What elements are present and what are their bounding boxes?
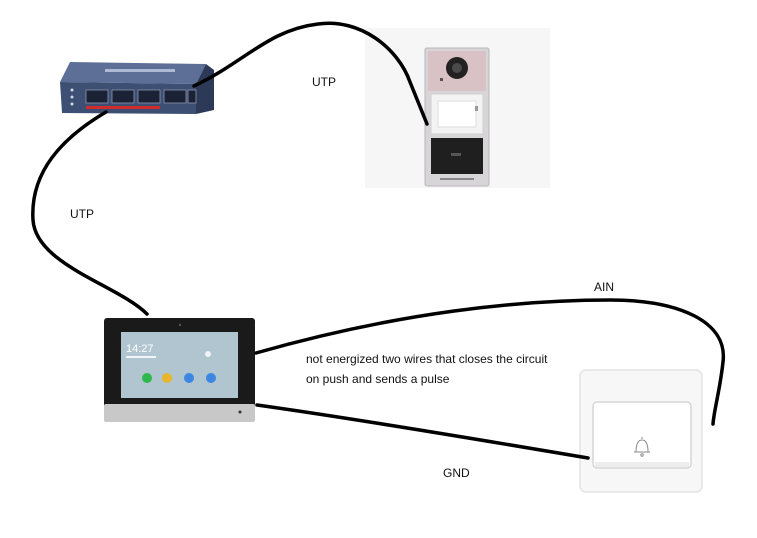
settings-app-icon xyxy=(206,373,216,383)
wire-ain xyxy=(254,298,725,426)
call-app-icon xyxy=(142,373,152,383)
door-station xyxy=(365,28,550,188)
monitor-screen-glow xyxy=(121,332,238,398)
rj45-port-uplink xyxy=(187,89,197,104)
door-station-logo xyxy=(440,178,474,180)
switch-top-face xyxy=(60,62,206,84)
wires xyxy=(31,21,725,460)
monitor-power-led xyxy=(238,410,242,414)
wire-switch-to-monitor xyxy=(31,110,149,316)
switch-led xyxy=(70,102,74,106)
monitor-base xyxy=(104,404,255,422)
camera-lens-inner xyxy=(452,63,462,73)
door-station-sensor xyxy=(440,78,443,81)
switch-ports xyxy=(85,89,197,104)
doorbell-rocker-shadow xyxy=(595,462,689,467)
label-ain: AIN xyxy=(594,280,614,294)
monitor-date-line xyxy=(126,356,156,358)
monitor-clock: 14:27 xyxy=(126,343,154,355)
camera-app-icon xyxy=(184,373,194,383)
bell-icon xyxy=(634,437,650,457)
poe-switch xyxy=(60,62,214,114)
note-line-2: on push and sends a pulse xyxy=(306,372,450,386)
wire-switch-to-door-station xyxy=(192,21,429,126)
monitor-weather-icon xyxy=(205,351,211,357)
door-station-indicator xyxy=(475,106,478,111)
switch-brand-label xyxy=(105,69,175,72)
switch-led xyxy=(70,88,74,92)
switch-poe-bar xyxy=(86,106,160,109)
label-utp-top: UTP xyxy=(312,75,336,89)
switch-led xyxy=(70,95,74,99)
rj45-port xyxy=(163,89,187,104)
wire-gnd xyxy=(255,403,590,460)
door-station-call-button xyxy=(437,100,477,128)
note-line-1: not energized two wires that closes the … xyxy=(306,352,548,366)
indoor-monitor: 14:27 xyxy=(104,318,255,422)
rj45-port xyxy=(111,89,135,104)
rj45-port xyxy=(137,89,161,104)
label-gnd: GND xyxy=(443,466,470,480)
message-app-icon xyxy=(162,373,172,383)
monitor-camera-dot xyxy=(178,323,182,327)
doorbell-rocker xyxy=(592,401,692,469)
rj45-port xyxy=(85,89,109,104)
doorbell-button xyxy=(579,369,703,493)
card-reader-icon xyxy=(451,153,461,156)
label-utp-left: UTP xyxy=(70,207,94,221)
